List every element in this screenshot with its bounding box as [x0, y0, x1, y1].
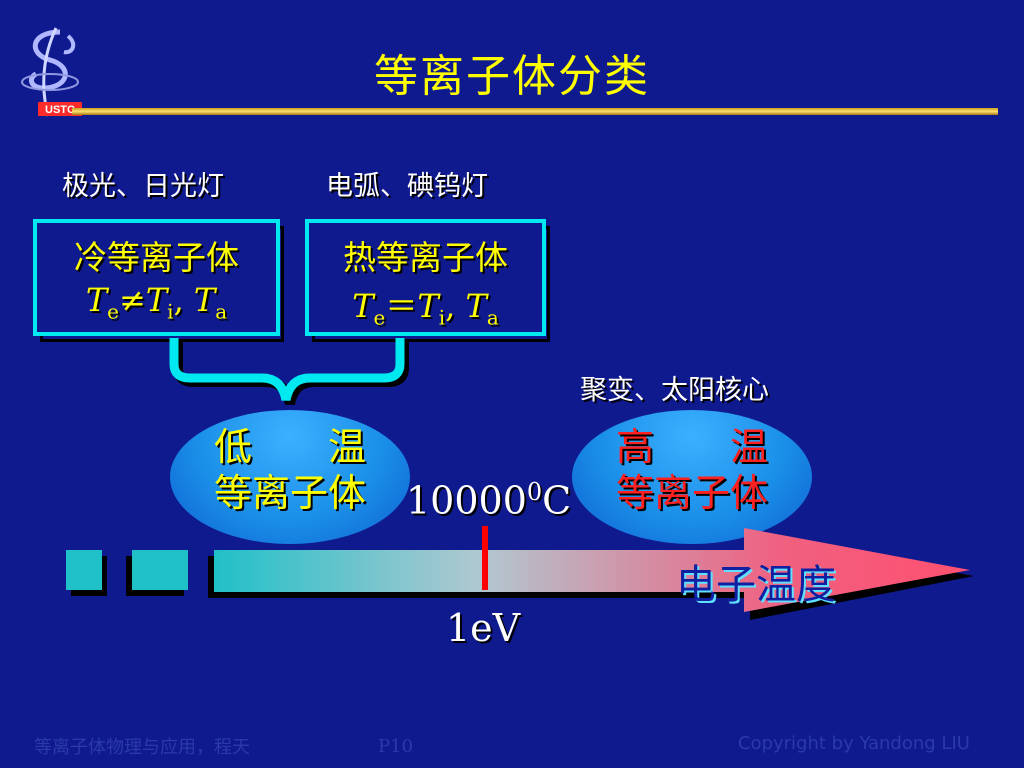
footer-course: 等离子体物理与应用，程天 — [34, 737, 250, 758]
logo-text: USTC — [45, 104, 75, 116]
rel-sub-i: i — [438, 305, 446, 330]
fusion-examples-label: 聚变、太阳核心 — [580, 375, 769, 406]
rel-t: T — [85, 281, 108, 319]
rel-t: T — [465, 287, 487, 325]
rel-sub-e: e — [373, 305, 386, 330]
temperature-value: 10000 — [406, 478, 527, 523]
hot-plasma-name: 热等离子体 — [343, 238, 508, 277]
energy-label: 1eV — [446, 606, 521, 650]
rel-sep: , — [445, 287, 466, 325]
cold-plasma-relation: Te≠Ti, Ta — [37, 281, 276, 323]
rel-sub-a: a — [486, 305, 499, 330]
ustc-logo-icon: USTC — [21, 27, 82, 117]
curly-brace-icon — [169, 338, 409, 406]
rel-op: ＝ — [385, 287, 418, 325]
hot-plasma-box: 热等离子体 Te＝Ti, Ta — [305, 219, 546, 336]
bar-square-small — [66, 550, 102, 590]
rel-t: T — [417, 287, 439, 325]
electron-temperature-label: 电子温度 — [676, 562, 836, 608]
hot-examples-label: 电弧、碘钨灯 — [326, 171, 488, 202]
title-underline — [72, 108, 998, 115]
rel-sub-i: i — [167, 299, 174, 324]
1ev-marker — [482, 526, 488, 590]
electron-temperature-arrow-icon — [208, 528, 974, 620]
rel-t: T — [145, 281, 168, 319]
temperature-label: 100000C — [406, 478, 571, 523]
rel-sub-e: e — [107, 299, 119, 324]
high-temp-plasma-ellipse: 高 温 等离子体 — [572, 410, 812, 544]
footer-copyright: Copyright by Yandong LIU — [738, 733, 970, 754]
low-temp-plasma-label: 等离子体 — [213, 471, 366, 515]
cold-plasma-name: 冷等离子体 — [74, 238, 239, 277]
rel-t: T — [352, 287, 374, 325]
temperature-unit: C — [542, 478, 572, 523]
rel-sub-a: a — [215, 299, 228, 324]
cold-plasma-box: 冷等离子体 Te≠Ti, Ta — [33, 219, 280, 336]
page-title: 等离子体分类 — [374, 51, 650, 102]
high-temp-plasma-label: 等离子体 — [615, 471, 768, 515]
rel-sep: , — [173, 281, 194, 319]
temperature-sup: 0 — [526, 478, 543, 506]
low-temp-label: 低 温 — [213, 425, 366, 469]
rel-t: T — [193, 281, 216, 319]
rel-op: ≠ — [119, 281, 146, 319]
bar-square-medium — [132, 550, 188, 590]
cold-examples-label: 极光、日光灯 — [62, 171, 224, 202]
low-temp-plasma-ellipse: 低 温 等离子体 — [170, 410, 410, 544]
footer-page-number: P10 — [378, 736, 414, 757]
hot-plasma-relation: Te＝Ti, Ta — [309, 281, 542, 329]
high-temp-label: 高 温 — [615, 425, 768, 469]
